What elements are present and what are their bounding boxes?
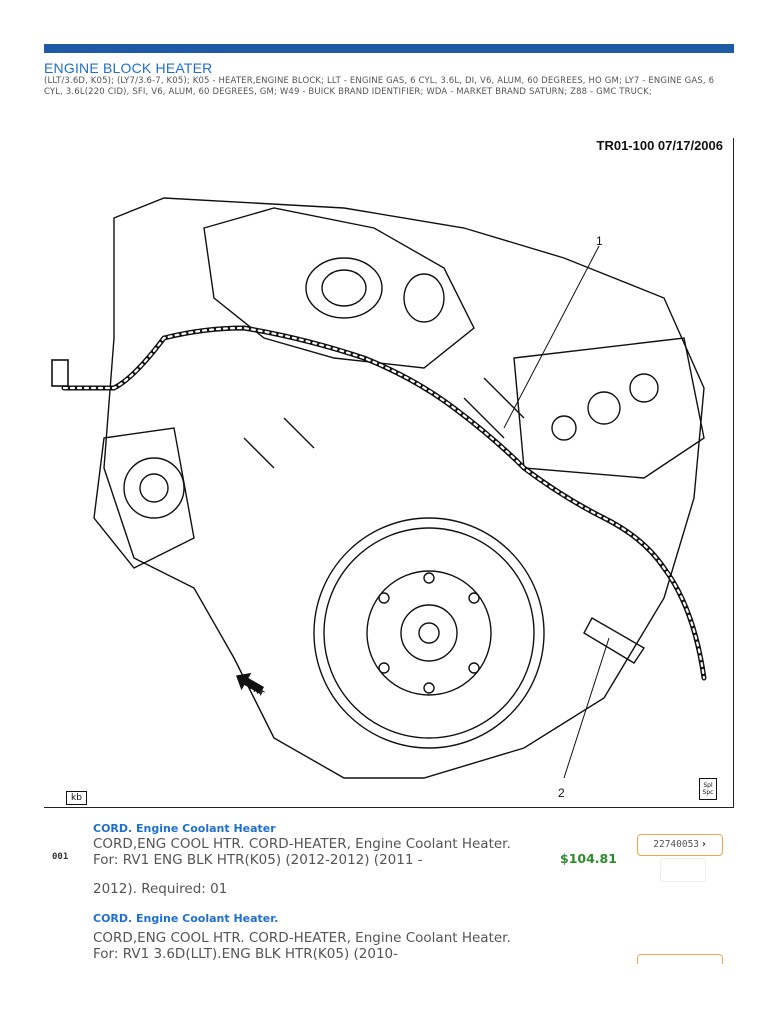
part-description: CORD,ENG COOL HTR. CORD-HEATER, Engine C… (93, 836, 511, 868)
header-accent-bar (44, 44, 734, 53)
part-description-cont: 2012). Required: 01 (93, 881, 228, 897)
part-number-index: 001 (52, 852, 69, 862)
part-description: CORD,ENG COOL HTR. CORD-HEATER, Engine C… (93, 930, 511, 962)
kb-label: kb (66, 791, 87, 805)
engine-diagram: TR01-100 07/17/2006 1 2 FRT kb Spl Spc (44, 138, 734, 808)
diagram-reference: TR01-100 07/17/2006 (596, 138, 723, 153)
part-title[interactable]: CORD. Engine Coolant Heater. (93, 912, 279, 925)
part-number-button[interactable] (637, 954, 723, 964)
quantity-box[interactable] (660, 858, 706, 882)
page-subtitle: (LLT/3.6D, K05); (LY7/3.6-7, K05); K05 -… (44, 76, 715, 97)
part-title[interactable]: CORD. Engine Coolant Heater (93, 822, 276, 835)
page-title: ENGINE BLOCK HEATER (44, 60, 213, 76)
engine-drawing (51, 197, 707, 779)
callout-1: 1 (596, 234, 603, 248)
part-number-text: 22740053 (653, 839, 700, 850)
camera-icon[interactable]: Spl Spc (699, 778, 717, 800)
chevron-right-icon: › (701, 839, 707, 850)
part-number-button[interactable]: 22740053› (637, 834, 723, 856)
camera-label: Spl Spc (702, 782, 714, 796)
callout-2: 2 (558, 786, 565, 800)
part-price: $104.81 (560, 851, 617, 866)
